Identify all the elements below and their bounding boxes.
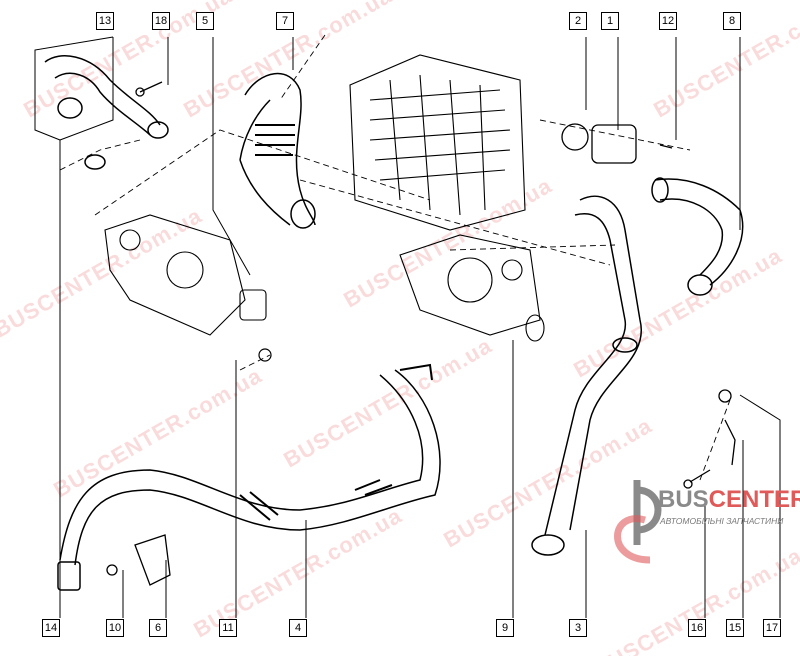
sensor-1 [561,123,673,164]
nut-11 [258,348,272,362]
buscenter-logo: BUSCENTER АВТОМОБІЛЬНІ ЗАПЧАСТИНИ [600,468,800,558]
callout-5[interactable]: 5 [196,12,214,30]
hose-13 [44,55,169,170]
leader-lines [34,36,781,618]
buscenter-logo-mark [614,480,662,564]
callout-7[interactable]: 7 [276,12,294,30]
intercooler [349,54,526,231]
callout-9[interactable]: 9 [496,619,514,637]
callout-11[interactable]: 11 [219,619,237,637]
callout-15[interactable]: 15 [726,619,744,637]
logo-name: BUSCENTER [658,486,800,514]
callout-17[interactable]: 17 [763,619,781,637]
hose-8 [651,177,744,296]
callout-16[interactable]: 16 [688,619,706,637]
callout-6[interactable]: 6 [149,619,167,637]
callout-1[interactable]: 1 [601,12,619,30]
callout-18[interactable]: 18 [152,12,170,30]
callout-14[interactable]: 14 [42,619,60,637]
callout-13[interactable]: 13 [96,12,114,30]
pipe-4 [57,363,441,591]
callout-4[interactable]: 4 [289,619,307,637]
callout-8[interactable]: 8 [723,12,741,30]
hose-7 [239,73,316,229]
bracket-6 [106,534,171,586]
logo-name-center: CENTER [708,486,800,513]
turbo-unit [399,234,545,342]
callout-10[interactable]: 10 [106,619,124,637]
logo-subtitle: АВТОМОБІЛЬНІ ЗАПЧАСТИНИ [660,516,784,526]
callout-3[interactable]: 3 [569,619,587,637]
callout-12[interactable]: 12 [659,12,677,30]
hose-3 [531,195,643,556]
bolt-18 [135,81,163,97]
dashed-guides [59,34,731,481]
egr-valve [104,214,267,336]
callout-2[interactable]: 2 [569,12,587,30]
parts-15-17 [683,389,736,489]
logo-name-bus: BUS [658,486,709,513]
